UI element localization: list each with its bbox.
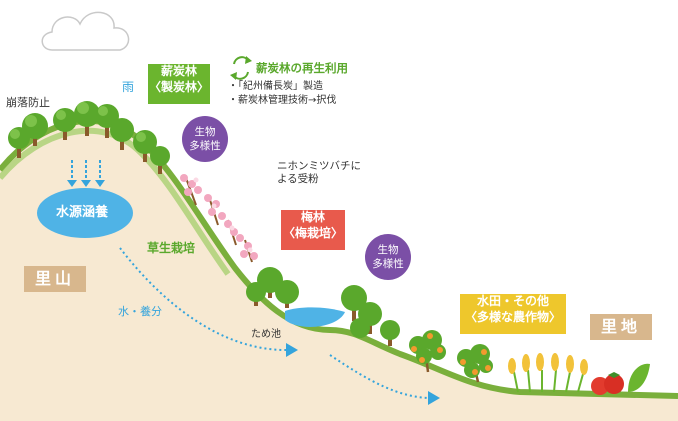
charcoal-reuse-label: 薪炭林の再生利用 [256,61,348,75]
tree-icon [8,101,170,174]
orange-tree-icon [409,330,493,383]
water-conservation-label: 水源涵養 [56,205,109,220]
rice-icon [508,353,588,393]
satoyama-tag: 里山 [24,266,86,292]
water-flow-arrowhead [428,391,440,405]
cloud-icon [41,11,130,51]
water-flow-arrowhead [286,343,298,357]
recycle-icon [230,56,252,80]
rain-label: 雨 [122,80,135,94]
paddy-box: 水田・その他 〈多様な農作物〉 [460,294,566,334]
water-flow-arrow-icon [119,247,433,399]
pond-label: ため池 [251,329,281,340]
water-nutrients-label: 水・養分 [118,305,162,318]
ume-blossom-icon [180,174,258,263]
tree-icon [246,267,400,346]
charcoal-forest-box: 薪炭林 〈製炭林〉 [148,64,210,104]
landslide-prevention-label: 崩落防止 [6,96,50,109]
charcoal-bullet-1: ・「紀州備長炭」製造 [228,81,323,92]
hill-soil [0,120,678,421]
bee-pollination-label: ニホンミツバチに よる受粉 [277,160,361,186]
satochi-tag: 里地 [590,314,652,340]
grass-cultivation-label: 草生栽培 [147,241,196,255]
water-reservoir [37,188,133,238]
ume-forest-box: 梅林 〈梅栽培〉 [281,210,345,250]
pond-water [285,307,345,327]
biodiversity-bubble: 生物 多様性 [182,116,228,162]
tomato-icon [591,363,650,395]
rain-arrow-icon [67,160,105,187]
biodiversity-bubble: 生物 多様性 [365,234,411,280]
charcoal-bullet-2: ・薪炭林管理技術→択伐 [228,95,337,106]
